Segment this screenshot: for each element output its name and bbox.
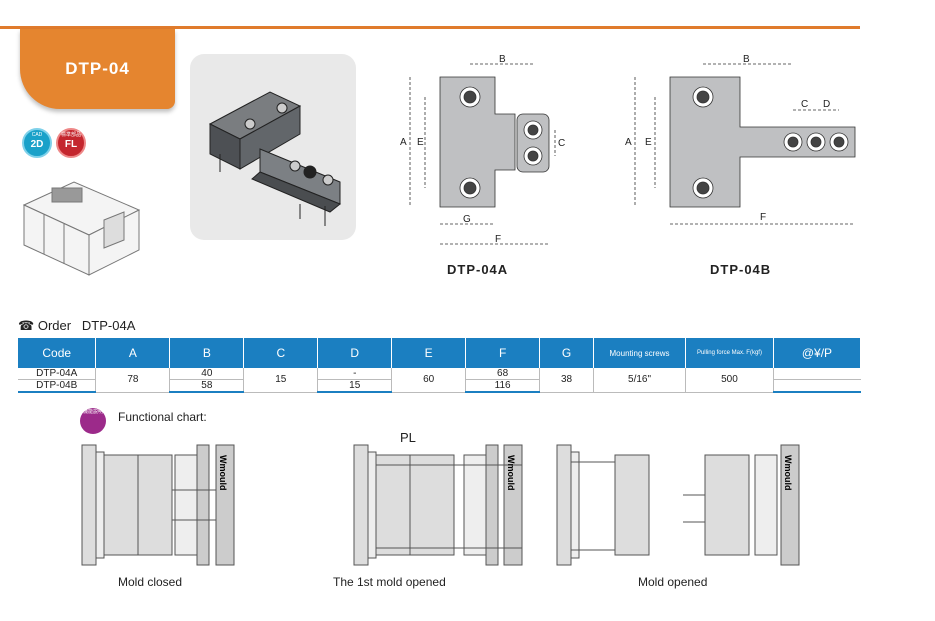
col-mounting-screws: Mounting screws: [593, 338, 686, 368]
dim-d-label: D: [823, 99, 830, 110]
col-g: G: [539, 338, 595, 368]
drawing-a-title: DTP-04A: [447, 262, 509, 277]
dim-e-label: E: [417, 137, 424, 148]
table-row: DTP-04B 58 15 116: [18, 379, 861, 393]
mold-block-illustration: [22, 181, 141, 276]
dim-b-label: B: [743, 54, 750, 65]
order-code: DTP-04A: [81, 318, 136, 333]
drawing-b-title: DTP-04B: [710, 262, 772, 277]
product-photo: [190, 54, 356, 240]
dim-c-label: C: [558, 138, 565, 149]
dim-g-label: G: [463, 214, 471, 225]
functional-chart-icon: 機能説明: [80, 408, 106, 434]
col-price: @¥/P: [773, 338, 862, 368]
header-rule: [0, 26, 860, 29]
parting-line-label: PL: [400, 430, 416, 445]
model-tab: DTP-04: [20, 29, 175, 109]
dim-a-label: A: [400, 137, 407, 148]
order-label: Order: [37, 318, 72, 333]
brand-label: Wmould: [783, 455, 793, 491]
col-c: C: [243, 338, 319, 368]
dim-a-label: A: [625, 137, 632, 148]
drawing-dtp-04b: A E B C D F: [625, 54, 856, 225]
model-title: DTP-04: [65, 59, 130, 78]
brand-label: Wmould: [218, 455, 228, 491]
diagram-mold-opened: Wmould: [556, 444, 800, 566]
brand-label: Wmould: [506, 455, 516, 491]
col-e: E: [391, 338, 467, 368]
dim-f-label: F: [760, 212, 766, 223]
functional-chart-title: Functional chart:: [118, 410, 207, 424]
col-d: D: [317, 338, 393, 368]
caption-first-opened: The 1st mold opened: [333, 575, 446, 589]
col-f: F: [465, 338, 541, 368]
col-pulling-force: Pulling force Max. F(kgf): [685, 338, 774, 368]
caption-mold-opened: Mold opened: [638, 575, 708, 589]
table-row: DTP-04A 78 40 15 - 60 68 38 5/16" 500: [18, 368, 861, 393]
caption-mold-closed: Mold closed: [118, 575, 183, 589]
col-b: B: [169, 338, 245, 368]
spec-table: Code A B C D E F G Mounting screws Pulli…: [18, 338, 862, 393]
phone-icon: ☎: [18, 318, 35, 333]
drawing-dtp-04a: A E B C G F: [400, 54, 565, 245]
dim-e-label: E: [645, 137, 652, 148]
dim-b-label: B: [499, 54, 506, 65]
diagram-first-opened: Wmould: [353, 444, 523, 566]
col-code: Code: [18, 338, 97, 368]
diagram-mold-closed: Wmould: [81, 444, 235, 566]
col-a: A: [95, 338, 171, 368]
dim-f-label: F: [495, 234, 501, 245]
table-header-row: Code A B C D E F G Mounting screws Pulli…: [18, 338, 862, 368]
dim-c-label: C: [801, 99, 808, 110]
order-line: ☎ Order DTP-04A: [18, 318, 135, 334]
